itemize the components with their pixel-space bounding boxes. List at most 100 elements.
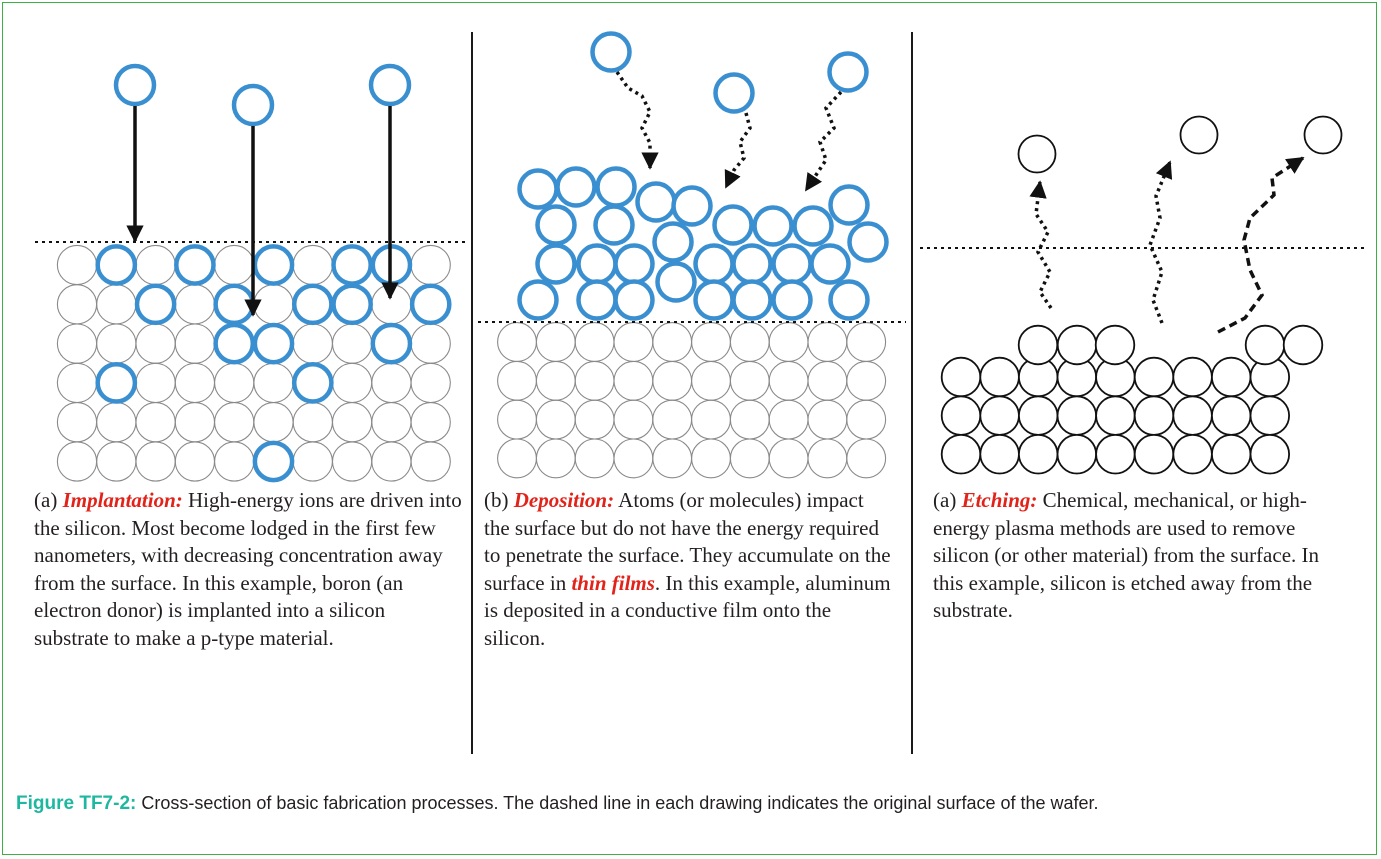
silicon-atom [331,402,373,443]
dopant-atom [331,244,373,286]
caption-prefix: (b) [484,488,514,512]
dopant-atom [291,283,334,326]
silicon-atom [56,323,98,364]
silicon-atom [729,360,770,401]
silicon-atom [497,360,537,401]
dopant-atom [252,440,295,483]
trajectory-arrow [615,71,659,170]
silicon-atom [729,322,770,362]
substrate-atom [1017,324,1059,366]
substrate-atom [1210,356,1252,398]
caption-deposition: (b) Deposition: Atoms (or molecules) imp… [484,487,894,652]
figure-label: Figure TF7-2: [16,793,137,814]
silicon-atom [135,362,176,404]
caption-body-1: Atoms (or molecules) impact the surface … [484,488,891,595]
silicon-atom [56,441,98,482]
dopant-atom [213,283,256,326]
silicon-atom [331,323,373,364]
dopant-atom [368,63,412,107]
trajectory-arrow [1217,156,1305,334]
silicon-atom [253,362,294,404]
substrate-atom [1172,395,1213,436]
dopant-atom [213,322,256,365]
substrate-atom [1133,395,1175,436]
dopant-atom [576,279,618,321]
substrate-atom [1172,356,1213,398]
silicon-atom [807,322,848,362]
silicon-atom [846,399,887,440]
dopant-atom [771,243,813,285]
dopant-atom [95,244,138,286]
silicon-atom [691,438,731,479]
substrate-atom [1133,434,1175,475]
silicon-atom [292,402,333,443]
silicon-atom [410,402,451,443]
dopant-atom [771,279,813,321]
silicon-atom [292,244,333,286]
silicon-atom [410,441,451,482]
substrate-atom [1210,434,1252,475]
silicon-atom [410,323,451,364]
dopant-atom [828,184,870,226]
dopant-atom [792,205,834,247]
dopant-atom [809,243,851,285]
silicon-atom [535,322,576,362]
silicon-atom [497,438,537,479]
dopant-atom [174,244,216,286]
silicon-atom [846,322,887,362]
silicon-atom [768,399,809,440]
substrate-atom [1056,324,1098,366]
silicon-atom [535,360,576,401]
substrate-atom [1017,395,1059,436]
silicon-atom [371,362,412,404]
dopant-atom [409,283,452,326]
dopant-atom [113,63,157,107]
deposition-drawing [478,31,906,479]
dopant-atom [752,205,794,247]
dopant-atom [370,322,413,365]
substrate-atom [1095,434,1136,475]
substrate-atom [1056,395,1097,436]
divider-left [471,32,473,754]
silicon-atom [497,399,537,440]
silicon-atom [292,323,333,364]
silicon-atom [96,441,137,482]
caption-body: High-energy ions are driven into the sil… [34,488,462,650]
figure-caption: Figure TF7-2: Cross-section of basic fab… [16,790,1361,817]
term-implantation: Implantation: [62,488,183,512]
dopant-atom [517,168,559,210]
dopant-atom [517,279,559,321]
silicon-atom [652,438,693,479]
silicon-atom [371,402,412,443]
term-etching: Etching: [961,488,1038,512]
dopant-atom [555,166,597,208]
substrate-atom [1249,434,1290,475]
trajectory-arrow [1148,160,1173,324]
caption-implantation: (a) Implantation: High-energy ions are d… [34,487,464,652]
dopant-atom [231,83,275,127]
caption-prefix: (a) [933,488,962,512]
substrate-atom [1244,324,1286,366]
silicon-atom [56,284,98,325]
implantation-drawing [35,63,468,483]
silicon-atom [574,438,615,479]
silicon-atom [214,441,255,482]
figure-caption-text: Cross-section of basic fabrication proce… [136,793,1099,813]
dopant-atom [134,283,177,326]
dopant-atom [613,243,655,285]
silicon-atom [613,399,654,440]
silicon-atom [174,362,216,404]
silicon-atom [253,402,294,443]
silicon-atom [574,322,615,362]
silicon-atom [331,362,373,404]
silicon-atom [691,322,731,362]
silicon-atom [56,244,98,286]
silicon-atom [768,322,809,362]
silicon-atom [535,438,576,479]
silicon-atom [768,438,809,479]
substrate-atom [1303,115,1343,155]
dopant-atom [95,362,138,404]
silicon-atom [613,438,654,479]
caption-body-2: . In this example, aluminum is deposited… [484,570,891,650]
dopant-atom [535,204,577,246]
